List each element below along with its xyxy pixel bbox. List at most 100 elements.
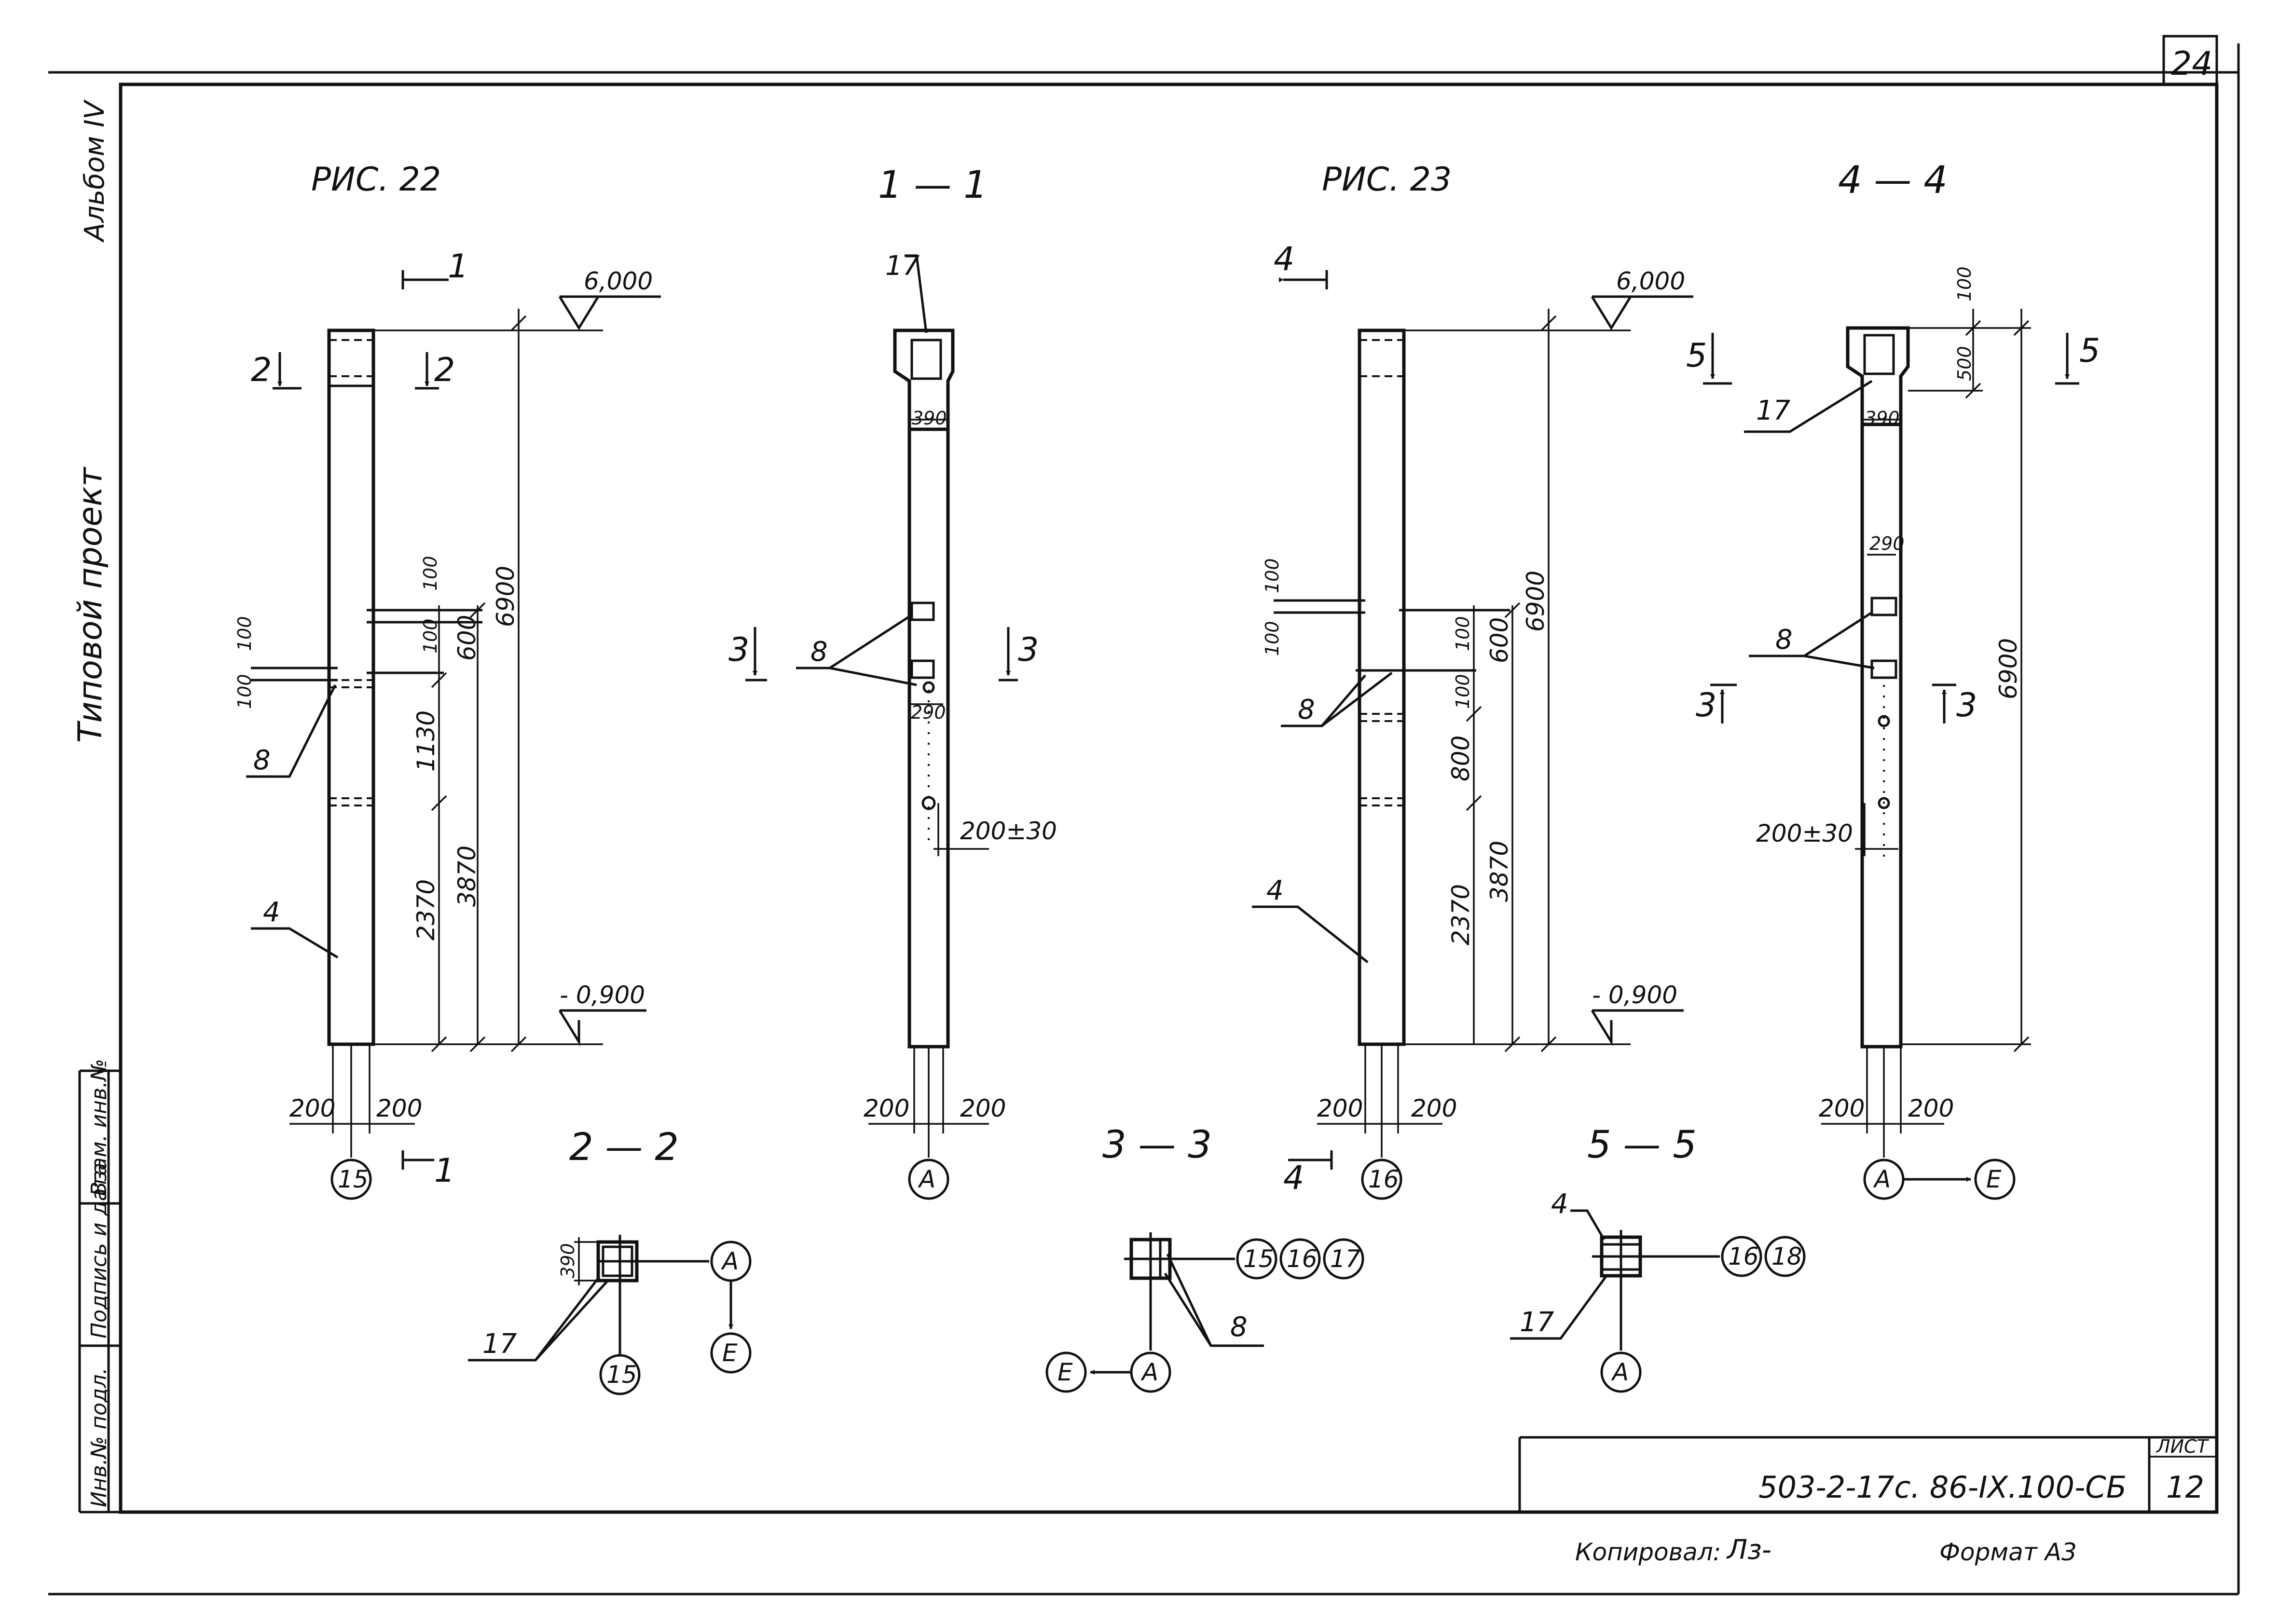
album-label: Альбом IV: [79, 99, 110, 243]
sec44-dim-390: 390: [1865, 408, 1900, 429]
sec55-axis-a: А: [1611, 1358, 1629, 1386]
fig23-callout-4: 4: [1266, 875, 1284, 906]
sec44-axis-e: Е: [1986, 1165, 2002, 1193]
stamp-field-2: Подпись и дата: [87, 1163, 111, 1338]
sec55-axis-18: 18: [1771, 1242, 1802, 1270]
fig22-dim-100c: 100: [234, 616, 255, 651]
fig23-dim-100b: 100: [1262, 621, 1283, 656]
sec11-dim-390: 390: [912, 408, 947, 429]
fig23-dim-3870: 3870: [1485, 841, 1513, 902]
fig23-dim-800: 800: [1447, 736, 1475, 781]
fig22-dim-600: 600: [453, 615, 481, 661]
fig23-section-4-top: 4: [1274, 240, 1294, 278]
sec11-section-3-right: 3: [1018, 631, 1039, 669]
fig22-elev-bottom: - 0,900: [560, 981, 645, 1009]
sec44-section-3-left: 3: [1696, 686, 1716, 724]
fig23-elev-bottom: - 0,900: [1592, 981, 1677, 1009]
sec11-dim-290: 290: [911, 702, 946, 723]
sec33-axis-e: Е: [1057, 1358, 1073, 1386]
fig22-axis: 15: [338, 1165, 369, 1193]
sec22-dim-390: 390: [557, 1243, 578, 1278]
sec55-callout-4: 4: [1551, 1188, 1568, 1220]
sec33-axis-a: А: [1140, 1358, 1158, 1386]
sec44-dim-200pm30: 200±30: [1756, 819, 1853, 847]
view-sec44: 4 — 4 290 390 100 500 6900 200±30 17 8: [1686, 159, 2100, 1200]
sec11-dim-200-left: 200: [864, 1094, 909, 1122]
page-number: 24: [2171, 45, 2213, 83]
sec22-axis-e: Е: [722, 1339, 738, 1367]
fig22-section-1-bottom: 1: [434, 1152, 455, 1190]
stamp-field-3: Взам. инв.№: [87, 1059, 111, 1196]
title-block: ЛИСТ 12 503-2-17с. 86-IX.100-СБ: [1518, 1436, 2217, 1512]
doc-code: 503-2-17с. 86-IX.100-СБ: [1758, 1470, 2127, 1505]
sec44-section-3-right: 3: [1956, 686, 1977, 724]
sec11-dim-200pm30: 200±30: [960, 817, 1057, 845]
sec44-title: 4 — 4: [1838, 159, 1948, 202]
fig23-dim-2370: 2370: [1447, 884, 1475, 945]
view-sec55: 5 — 5 16 18 4 17 А: [1510, 1123, 1806, 1393]
sec55-title: 5 — 5: [1587, 1123, 1697, 1167]
fig22-section-2-right: 2: [434, 351, 455, 389]
fig22-dim-3870: 3870: [453, 846, 481, 907]
view-sec11: 1 — 1 390 290 200±30 17 8 3 3 200: [728, 164, 1057, 1200]
left-stamp: Инв.№ подл. Подпись и дата Взам. инв.№: [78, 1059, 121, 1514]
sec44-dim-500: 500: [1954, 346, 1975, 381]
sec55-callout-17: 17: [1520, 1307, 1554, 1338]
view-fig22: РИС. 22 6,000 - 0,900 6: [234, 161, 661, 1200]
copied-by-signature: Лз-: [1726, 1534, 1771, 1566]
view-sec33: 3 — 3 15 16 17 8 А Е: [1045, 1123, 1364, 1393]
sheet-number: 12: [2166, 1470, 2204, 1505]
sec11-callout-8: 8: [810, 636, 828, 668]
sec44-section-5-left: 5: [1686, 337, 1707, 375]
format-label: Формат А3: [1939, 1538, 2077, 1566]
sec33-axis-17: 17: [1330, 1245, 1361, 1273]
sec11-title: 1 — 1: [878, 164, 988, 207]
fig23-section-4-bottom: 4: [1283, 1159, 1304, 1197]
view-sec22: 2 — 2 390 А Е 15 17: [468, 1126, 752, 1395]
sec11-callout-17: 17: [885, 250, 920, 282]
sec33-axis-16: 16: [1287, 1245, 1318, 1273]
sec22-axis-a: А: [721, 1247, 739, 1275]
fig22-dim-2370: 2370: [412, 879, 440, 941]
fig23-dim-200-left: 200: [1317, 1094, 1363, 1122]
sec33-callout-8: 8: [1230, 1311, 1248, 1343]
fig23-title: РИС. 23: [1322, 161, 1452, 199]
copied-by-label: Копировал:: [1575, 1538, 1721, 1566]
sec11-dim-200-right: 200: [960, 1094, 1006, 1122]
fig23-callout-8: 8: [1298, 694, 1315, 725]
fig23-dim-600: 600: [1485, 617, 1513, 663]
fig23-elev-top: 6,000: [1616, 267, 1685, 295]
fig22-dim-100d: 100: [234, 674, 255, 709]
sec44-callout-17: 17: [1756, 395, 1791, 426]
fig22-title: РИС. 22: [311, 161, 441, 199]
sec44-section-5-right: 5: [2079, 332, 2100, 370]
fig22-dim-200-left: 200: [289, 1094, 335, 1122]
sec55-axis-16: 16: [1728, 1242, 1759, 1270]
sec44-dim-100: 100: [1954, 266, 1975, 301]
sec11-axis: А: [918, 1165, 935, 1193]
sec44-callout-8: 8: [1775, 624, 1793, 655]
fig23-dim-100c: 100: [1452, 616, 1473, 651]
fig22-section-2-left: 2: [251, 351, 272, 389]
stamp-field-1: Инв.№ подл.: [87, 1367, 111, 1507]
sec33-axis-15: 15: [1243, 1245, 1274, 1273]
fig22-callout-4: 4: [263, 897, 280, 928]
fig22-dim-100a: 100: [420, 556, 441, 591]
fig22-section-1-top: 1: [448, 247, 468, 286]
project-label: Типовой проект: [71, 466, 110, 743]
sec44-dim-200-left: 200: [1819, 1094, 1865, 1122]
fig22-dim-200-right: 200: [376, 1094, 422, 1122]
sec22-title: 2 — 2: [569, 1126, 679, 1169]
fig23-dim-100d: 100: [1452, 674, 1473, 709]
sec44-dim-290: 290: [1869, 533, 1905, 554]
fig23-dim-6900: 6900: [1522, 571, 1550, 632]
sheet-frame: 24 Альбом IV Типовой проект Инв.№ подл. …: [48, 35, 2240, 1596]
sec11-section-3-left: 3: [728, 631, 749, 669]
sheet-label: ЛИСТ: [2155, 1436, 2210, 1457]
sec44-dim-6900: 6900: [1994, 638, 2022, 699]
fig22-elev-top: 6,000: [584, 267, 653, 295]
sec44-axis-a: А: [1873, 1165, 1891, 1193]
view-fig23: РИС. 23 6,000 - 0,900 6900 600 3870 800 …: [1252, 161, 1693, 1200]
sec22-callout-17: 17: [482, 1328, 517, 1360]
fig22-callout-8: 8: [253, 745, 271, 776]
